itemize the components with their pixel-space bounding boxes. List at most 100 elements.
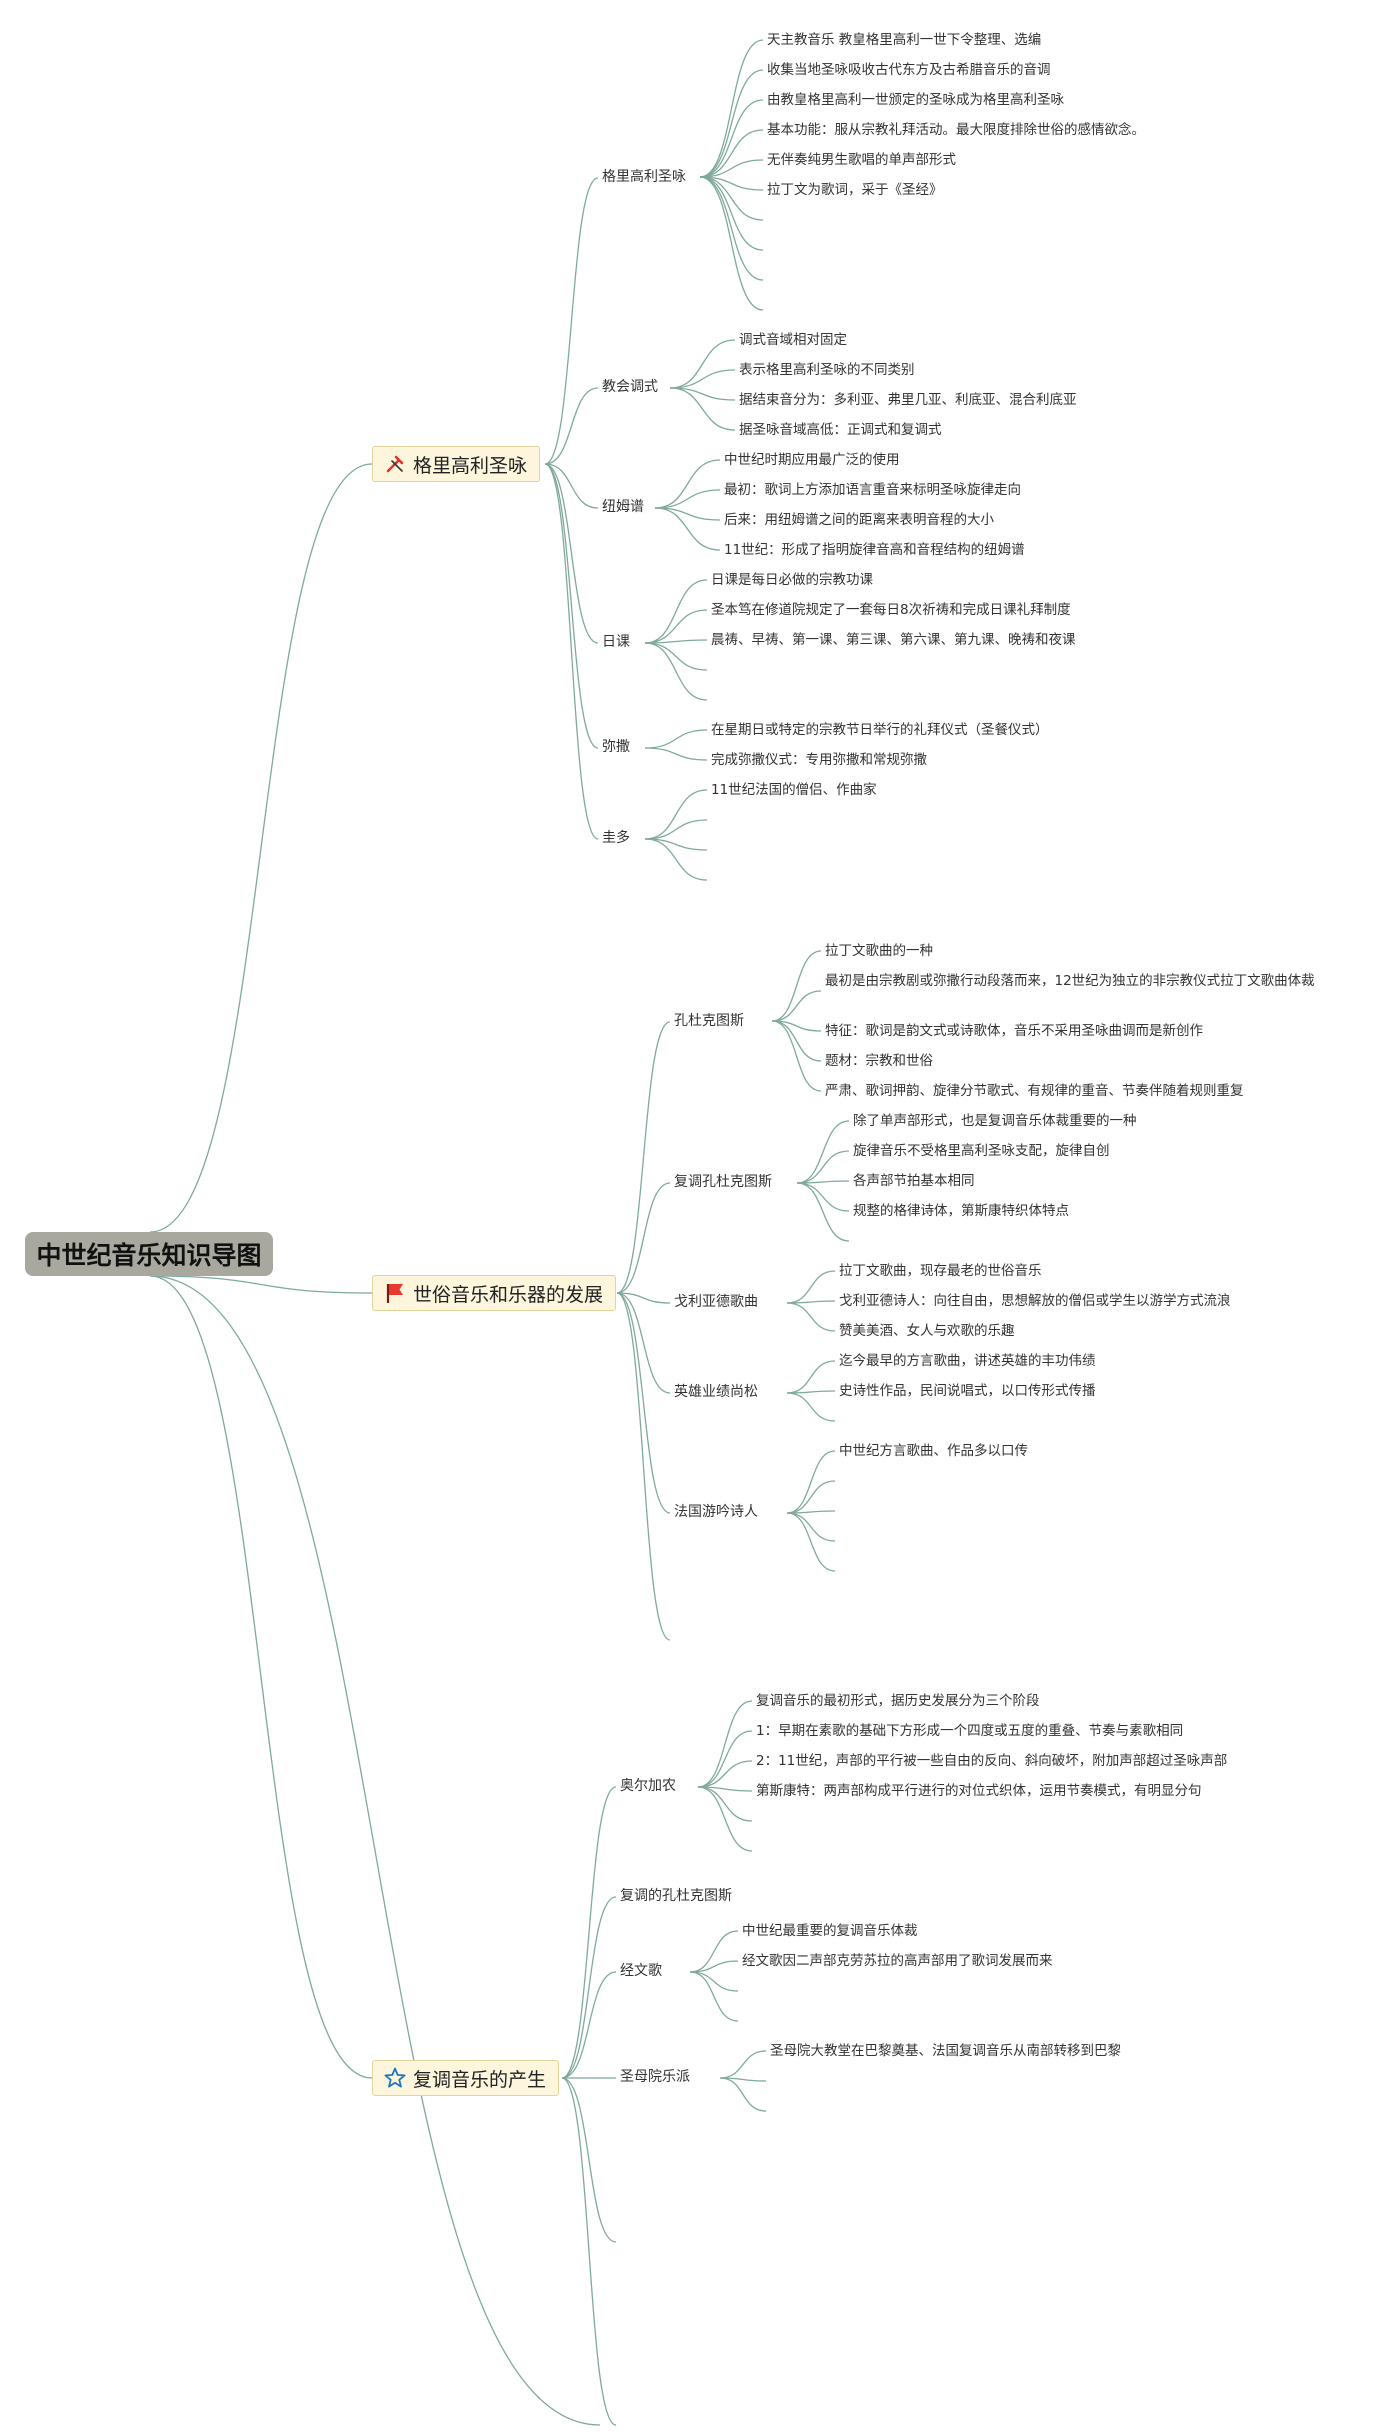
connector [699, 159, 764, 178]
sub-gregorian-chant[interactable]: 格里高利圣咏 [602, 169, 686, 185]
connector [644, 579, 708, 644]
connector [669, 387, 736, 431]
sub-divine-office[interactable]: 日课 [602, 634, 630, 650]
connector [796, 1150, 850, 1184]
sub-mass[interactable]: 弥撒 [602, 739, 630, 755]
connector [149, 463, 373, 1233]
branch-label: 世俗音乐和乐器的发展 [413, 1283, 604, 1306]
leaf[interactable]: 晨祷、早祷、第一课、第三课、第六课、第九课、晚祷和夜课 [711, 632, 1076, 648]
branch-label: 复调音乐的产生 [413, 2068, 547, 2091]
leaf[interactable]: 规整的格律诗体，第斯康特织体特点 [853, 1203, 1069, 1219]
leaf[interactable]: 圣母院大教堂在巴黎奠基、法国复调音乐从南部转移到巴黎 [770, 2043, 1121, 2059]
leaf[interactable]: 表示格里高利圣咏的不同类别 [739, 362, 915, 378]
tools-icon [383, 452, 407, 476]
connector [669, 369, 736, 389]
connector [149, 1275, 373, 1294]
connector [786, 1302, 836, 1332]
connector [699, 176, 764, 281]
connector [719, 2077, 767, 2112]
connector [689, 1960, 739, 1973]
connector [771, 1020, 822, 1092]
leaf[interactable]: 1：早期在素歌的基础下方形成一个四度或五度的重叠、节奏与素歌相同 [756, 1723, 1184, 1739]
connector [561, 1786, 617, 2079]
leaf[interactable]: 第斯康特：两声部构成平行进行的对位式织体，运用节奏模式，有明显分句 [756, 1783, 1202, 1799]
leaf[interactable]: 收集当地圣咏吸收古代东方及古希腊音乐的音调 [767, 62, 1051, 78]
star-icon [383, 2066, 407, 2090]
leaf[interactable]: 11世纪法国的僧侣、作曲家 [711, 782, 877, 798]
connector [561, 1896, 617, 2079]
leaf[interactable]: 日课是每日必做的宗教功课 [711, 572, 873, 588]
sub-polyphonic-conductus-2[interactable]: 复调的孔杜克图斯 [620, 1888, 732, 1904]
leaf[interactable]: 2：11世纪，声部的平行被一些自由的反向、斜向破坏，附加声部超过圣咏声部 [756, 1753, 1228, 1769]
leaf[interactable]: 各声部节拍基本相同 [853, 1173, 975, 1189]
leaf[interactable]: 最初：歌词上方添加语言重音来标明圣咏旋律走向 [724, 482, 1021, 498]
leaf[interactable]: 迄今最早的方言歌曲，讲述英雄的丰功伟绩 [839, 1353, 1096, 1369]
leaf[interactable]: 完成弥撒仪式：专用弥撒和常规弥撒 [711, 752, 927, 768]
leaf[interactable]: 天主教音乐 教皇格里高利一世下令整理、选编 [767, 32, 1042, 48]
sub-organum[interactable]: 奥尔加农 [620, 1778, 676, 1794]
branch-secular-music[interactable]: 世俗音乐和乐器的发展 [372, 1275, 617, 1311]
connector [544, 177, 599, 465]
leaf[interactable]: 中世纪时期应用最广泛的使用 [724, 452, 900, 468]
branch-label: 格里高利圣咏 [413, 454, 528, 477]
leaf[interactable]: 由教皇格里高利一世颁定的圣咏成为格里高利圣咏 [767, 92, 1064, 108]
leaf[interactable]: 拉丁文歌曲，现存最老的世俗音乐 [839, 1263, 1042, 1279]
connector [544, 463, 599, 509]
leaf[interactable]: 经文歌因二声部克劳苏拉的高声部用了歌词发展而来 [742, 1953, 1053, 1969]
connector [699, 129, 764, 178]
leaf[interactable]: 圣本笃在修道院规定了一套每日8次祈祷和完成日课礼拜制度 [711, 602, 1071, 618]
connector [544, 387, 599, 465]
sub-conductus[interactable]: 孔杜克图斯 [674, 1013, 744, 1029]
sub-church-modes[interactable]: 教会调式 [602, 379, 658, 395]
connector [616, 1292, 671, 1394]
sub-neume-notation[interactable]: 纽姆谱 [602, 499, 644, 515]
leaf[interactable]: 拉丁文歌曲的一种 [825, 943, 933, 959]
connector [644, 642, 708, 671]
leaf[interactable]: 复调音乐的最初形式，据历史发展分为三个阶段 [756, 1693, 1040, 1709]
connector [689, 1930, 739, 1973]
connector [786, 1480, 836, 1514]
leaf[interactable]: 无伴奏纯男生歌唱的单声部形式 [767, 152, 956, 168]
branch-polyphony[interactable]: 复调音乐的产生 [372, 2060, 560, 2096]
leaf[interactable]: 调式音域相对固定 [739, 332, 847, 348]
sub-polyphonic-conductus[interactable]: 复调孔杜克图斯 [674, 1174, 772, 1190]
leaf[interactable]: 赞美美酒、女人与欢歌的乐趣 [839, 1323, 1015, 1339]
leaf[interactable]: 史诗性作品，民间说唱式，以口传形式传播 [839, 1383, 1096, 1399]
leaf[interactable]: 戈利亚德诗人：向往自由，思想解放的僧侣或学生以游学方式流浪 [839, 1293, 1231, 1309]
sub-troubadours[interactable]: 法国游吟诗人 [674, 1504, 758, 1520]
connector [644, 819, 708, 840]
connector [699, 176, 764, 251]
sub-notre-dame-school[interactable]: 圣母院乐派 [620, 2069, 690, 2085]
leaf[interactable]: 拉丁文为歌词，采于《圣经》 [767, 182, 943, 198]
leaf[interactable]: 题材：宗教和世俗 [825, 1053, 933, 1069]
sub-motet[interactable]: 经文歌 [620, 1963, 662, 1979]
leaf[interactable]: 11世纪：形成了指明旋律音高和音程结构的纽姆谱 [724, 542, 1025, 558]
connector [654, 459, 721, 509]
connector [616, 1292, 671, 1304]
leaf[interactable]: 严肃、歌词押韵、旋律分节歌式、有规律的重音、节奏伴随着规则重复 [825, 1083, 1244, 1099]
sub-guido[interactable]: 圭多 [602, 830, 630, 846]
leaf[interactable]: 旋律音乐不受格里高利圣咏支配，旋律自创 [853, 1143, 1110, 1159]
leaf[interactable]: 据圣咏音域高低：正调式和复调式 [739, 422, 942, 438]
leaf[interactable]: 中世纪最重要的复调音乐体裁 [742, 1923, 918, 1939]
connector [699, 176, 764, 191]
leaf[interactable]: 基本功能：服从宗教礼拜活动。最大限度排除世俗的感情欲念。 [767, 122, 1145, 138]
connector [654, 507, 721, 551]
connector [796, 1120, 850, 1184]
leaf[interactable]: 后来：用纽姆谱之间的距离来表明音程的大小 [724, 512, 994, 528]
connector [697, 1730, 753, 1788]
connector [689, 1971, 739, 2022]
root-label: 中世纪音乐知识导图 [36, 1241, 262, 1270]
leaf[interactable]: 除了单声部形式，也是复调音乐体裁重要的一种 [853, 1113, 1137, 1129]
sub-chanson-de-geste[interactable]: 英雄业绩尚松 [674, 1384, 758, 1400]
root-topic[interactable]: 中世纪音乐知识导图 [25, 1232, 273, 1276]
branch-gregorian-chant[interactable]: 格里高利圣咏 [372, 446, 541, 482]
sub-goliard-songs[interactable]: 戈利亚德歌曲 [674, 1294, 758, 1310]
leaf[interactable]: 特征：歌词是韵文式或诗歌体，音乐不采用圣咏曲调而是新创作 [825, 1023, 1203, 1039]
leaf[interactable]: 中世纪方言歌曲、作品多以口传 [839, 1443, 1028, 1459]
flag-icon [383, 1281, 407, 1305]
leaf[interactable]: 在星期日或特定的宗教节日举行的礼拜仪式（圣餐仪式） [711, 722, 1049, 738]
leaf[interactable]: 据结束音分为：多利亚、弗里几亚、利底亚、混合利底亚 [739, 392, 1077, 408]
leaf[interactable]: 最初是由宗教剧或弥撒行动段落而来，12世纪为独立的非宗教仪式拉丁文歌曲体裁 [825, 973, 1315, 989]
connector [616, 1292, 671, 1641]
